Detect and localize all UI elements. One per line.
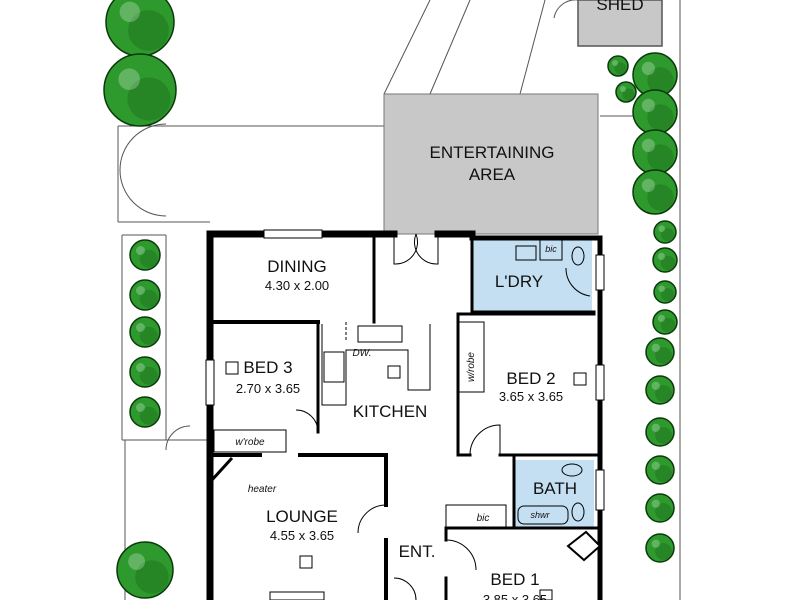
- entertaining-label-2: AREA: [469, 165, 516, 184]
- lounge-label: LOUNGE: [266, 507, 338, 526]
- bath-bic-label: bic: [477, 513, 490, 524]
- shed: SHED: [553, 0, 663, 47]
- bed2-dims: 3.65 x 3.65: [499, 389, 563, 404]
- tree: [652, 247, 678, 273]
- trees: [103, 0, 678, 599]
- dining-dims: 4.30 x 2.00: [265, 278, 329, 293]
- doors: [295, 233, 591, 600]
- tree: [645, 533, 675, 563]
- bed3-label: BED 3: [243, 358, 292, 377]
- entertaining-label-1: ENTERTAINING: [430, 143, 555, 162]
- tree: [645, 455, 675, 485]
- tree: [653, 280, 677, 304]
- fixtures: [210, 245, 602, 600]
- lounge-dims: 4.55 x 3.65: [270, 528, 334, 543]
- tree: [129, 316, 161, 348]
- tree: [129, 239, 161, 271]
- tree: [645, 375, 675, 405]
- heater-label: heater: [248, 484, 277, 495]
- kitchen-joinery: [321, 322, 431, 406]
- bath-label: BATH: [533, 479, 577, 498]
- kitchen-label: KITCHEN: [353, 402, 428, 421]
- tree: [632, 52, 678, 98]
- bed1-label: BED 1: [490, 570, 539, 589]
- tree: [645, 493, 675, 523]
- dishwasher-label: DW.: [352, 348, 371, 359]
- shower-label: shwr: [530, 510, 550, 520]
- tree: [653, 220, 677, 244]
- tree: [632, 89, 678, 135]
- walls: [206, 230, 603, 600]
- tree: [632, 169, 678, 215]
- entertaining-area: ENTERTAINING AREA: [383, 93, 599, 235]
- bed3-robe-label: w'robe: [235, 437, 265, 448]
- tree: [632, 129, 678, 175]
- bed2-label: BED 2: [506, 369, 555, 388]
- tree: [129, 356, 161, 388]
- tree: [129, 396, 161, 428]
- laundry-floor: [472, 240, 592, 312]
- windows: [205, 229, 605, 600]
- tree: [652, 309, 678, 335]
- tree: [105, 0, 175, 57]
- tree: [607, 55, 629, 77]
- dining-label: DINING: [267, 257, 327, 276]
- tree: [615, 81, 637, 103]
- bed3-dims: 2.70 x 3.65: [236, 381, 300, 396]
- laundry-label: L'DRY: [495, 272, 543, 291]
- bed1-dims: 3.85 x 3.65: [483, 592, 547, 600]
- wardrobes: [213, 239, 563, 528]
- gate: [119, 123, 191, 451]
- bath-floor: [514, 460, 594, 528]
- tree: [645, 337, 675, 367]
- laundry-bic-label: bic: [545, 244, 557, 254]
- tree: [129, 279, 161, 311]
- tree: [103, 53, 177, 127]
- tree: [645, 417, 675, 447]
- entry-label: ENT.: [399, 542, 436, 561]
- tree: [116, 541, 174, 599]
- shed-label: SHED: [596, 0, 643, 14]
- bed2-robe-label: w/robe: [466, 352, 477, 382]
